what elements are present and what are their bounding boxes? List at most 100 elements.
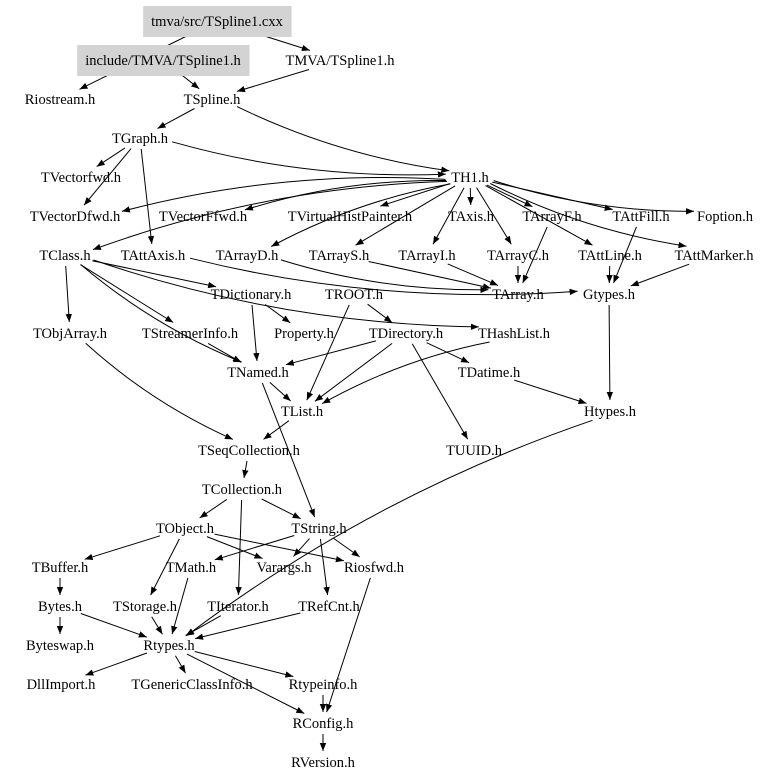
node-label: TAxis.h — [448, 209, 495, 225]
graph-node-property-h[interactable]: Property.h — [274, 326, 335, 342]
edge-tobject-h-to-tstorage-h — [150, 538, 180, 596]
graph-node-tattfill-h[interactable]: TAttFill.h — [612, 209, 670, 225]
node-label: TArrayI.h — [398, 248, 456, 264]
graph-node-tspline-h[interactable]: TSpline.h — [184, 92, 242, 108]
edge-tobject-h-to-riosfwd-h — [214, 533, 345, 563]
graph-node-titerator-h[interactable]: TIterator.h — [207, 599, 269, 615]
graph-node-tarrays-h[interactable]: TArrayS.h — [309, 248, 370, 264]
graph-node-tstorage-h[interactable]: TStorage.h — [113, 599, 178, 615]
node-label: TVectorDfwd.h — [30, 209, 121, 225]
graph-node-tlist-h[interactable]: TList.h — [281, 404, 324, 420]
graph-node-tmath-h[interactable]: TMath.h — [166, 560, 217, 576]
graph-node-tvectorffwd-h[interactable]: TVectorFfwd.h — [159, 209, 248, 225]
graph-node-rversion-h[interactable]: RVersion.h — [291, 755, 355, 771]
edge-th1-h-to-tvectorffwd-h — [244, 179, 447, 211]
node-label: TVectorfwd.h — [41, 170, 122, 186]
edge-th1-h-to-tattfill-h — [492, 181, 613, 211]
graph-node-tattaxis-h[interactable]: TAttAxis.h — [121, 248, 186, 264]
graph-node-gtypes-h[interactable]: Gtypes.h — [583, 287, 636, 303]
graph-node-tstreamerinfo-h[interactable]: TStreamerInfo.h — [142, 326, 239, 342]
graph-node-tbuffer-h[interactable]: TBuffer.h — [32, 560, 89, 576]
edge-tobject-h-to-varargs-h — [206, 536, 263, 559]
graph-node-tclass-h[interactable]: TClass.h — [39, 248, 91, 264]
graph-node-thashlist-h[interactable]: THashList.h — [478, 326, 551, 342]
graph-node-tattline-h[interactable]: TAttLine.h — [578, 248, 642, 264]
node-label: TArrayD.h — [216, 248, 280, 264]
graph-node-tuuid-h[interactable]: TUUID.h — [446, 443, 503, 459]
graph-node-dllimport-h[interactable]: DllImport.h — [27, 677, 97, 693]
node-label: TString.h — [291, 521, 347, 537]
node-label: DllImport.h — [27, 677, 97, 693]
graph-node-riostream-h[interactable]: Riostream.h — [25, 92, 96, 108]
graph-node-tgraph-h[interactable]: TGraph.h — [112, 131, 169, 147]
graph-node-trefcnt-h[interactable]: TRefCnt.h — [298, 599, 360, 615]
graph-node-tstring-h[interactable]: TString.h — [291, 521, 347, 537]
graph-node-tarrayf-h[interactable]: TArrayF.h — [522, 209, 582, 225]
edge-tclass-h-to-tnamed-h — [80, 264, 242, 363]
node-label: TArrayF.h — [522, 209, 582, 225]
edge-gtypes-h-to-htypes-h — [606, 304, 614, 401]
graph-node-tnamed-h[interactable]: TNamed.h — [227, 365, 289, 381]
edge-tdirectory-h-to-tnamed-h — [285, 340, 377, 366]
edge-th1-h-to-tarrayi-h — [432, 187, 465, 245]
node-label: TObjArray.h — [33, 326, 108, 342]
graph-node-tdirectory-h[interactable]: TDirectory.h — [369, 326, 444, 342]
node-label: THashList.h — [478, 326, 551, 342]
node-label: TStorage.h — [113, 599, 178, 615]
graph-node-bytes-h[interactable]: Bytes.h — [38, 599, 83, 615]
graph-node-tobjarray-h[interactable]: TObjArray.h — [33, 326, 108, 342]
edge-th1-h-to-tattline-h — [485, 185, 593, 246]
edge-tclass-h-to-thashlist-h — [93, 259, 479, 330]
graph-node-riosfwd-h[interactable]: Riosfwd.h — [344, 560, 405, 576]
edge-tdatime-h-to-htypes-h — [514, 379, 587, 404]
edge-trefcnt-h-to-rtypes-h — [194, 612, 301, 640]
graph-node-th1-h[interactable]: TH1.h — [451, 170, 489, 186]
graph-node-tattmarker-h[interactable]: TAttMarker.h — [675, 248, 755, 264]
graph-node-foption-h[interactable]: Foption.h — [697, 209, 754, 225]
node-label: TRefCnt.h — [298, 599, 360, 615]
graph-node-rtypes-h[interactable]: Rtypes.h — [143, 638, 195, 654]
graph-node-tarrayi-h[interactable]: TArrayI.h — [398, 248, 456, 264]
edge-rtypes-h-to-rconfig-h — [186, 653, 305, 714]
graph-node-tarray-h[interactable]: TArray.h — [492, 287, 544, 303]
graph-node-tvectordfwd-h[interactable]: TVectorDfwd.h — [30, 209, 121, 225]
graph-node-tcollection-h[interactable]: TCollection.h — [202, 482, 283, 498]
graph-node-tobject-h[interactable]: TObject.h — [156, 521, 215, 537]
edge-tdirectory-h-to-tuuid-h — [411, 343, 469, 440]
node-label: RConfig.h — [293, 716, 355, 732]
graph-node-varargs-h[interactable]: Varargs.h — [257, 560, 313, 576]
node-label: TMVA/TSpline1.h — [286, 53, 396, 69]
node-label: TIterator.h — [207, 599, 269, 615]
graph-node-htypes-h[interactable]: Htypes.h — [584, 404, 637, 420]
graph-node-byteswap-h[interactable]: Byteswap.h — [26, 638, 95, 654]
graph-node-taxis-h[interactable]: TAxis.h — [448, 209, 495, 225]
node-label: TAttMarker.h — [675, 248, 755, 264]
edge-rtypes-h-to-tgenericclassinfo-h — [174, 655, 186, 674]
edge-tattfill-h-to-gtypes-h — [613, 226, 637, 284]
node-label: TDirectory.h — [369, 326, 444, 342]
graph-node-rtypeinfo-h[interactable]: Rtypeinfo.h — [289, 677, 359, 693]
edge-tdirectory-h-to-tdatime-h — [426, 342, 470, 364]
node-label: Rtypes.h — [143, 638, 195, 654]
graph-node-tdictionary-h[interactable]: TDictionary.h — [211, 287, 293, 303]
graph-node-tvectorfwd-h[interactable]: TVectorfwd.h — [41, 170, 122, 186]
node-label: Riostream.h — [25, 92, 96, 108]
graph-node-tspline1-cxx[interactable]: tmva/src/TSpline1.cxx — [143, 6, 292, 37]
graph-node-tgenericclassinfo-h[interactable]: TGenericClassInfo.h — [131, 677, 253, 693]
edge-tstring-h-to-riosfwd-h — [332, 537, 360, 558]
edge-rtypes-h-to-dllimport-h — [85, 652, 148, 676]
node-label: TAttLine.h — [578, 248, 642, 264]
node-label: TDatime.h — [458, 365, 521, 381]
graph-node-tarrayc-h[interactable]: TArrayC.h — [487, 248, 550, 264]
graph-node-rconfig-h[interactable]: RConfig.h — [293, 716, 355, 732]
node-label: TVectorFfwd.h — [159, 209, 248, 225]
graph-node-tarrayd-h[interactable]: TArrayD.h — [216, 248, 280, 264]
graph-node-include-tmva-tspline1-h[interactable]: include/TMVA/TSpline1.h — [77, 45, 250, 76]
graph-node-tmva-tspline1-h[interactable]: TMVA/TSpline1.h — [286, 53, 396, 69]
node-label: TArrayS.h — [309, 248, 370, 264]
graph-node-tseqcollection-h[interactable]: TSeqCollection.h — [198, 443, 301, 459]
graph-node-troot-h[interactable]: TROOT.h — [325, 287, 384, 303]
edge-tspline-h-to-tgraph-h — [157, 108, 195, 129]
graph-node-tvirtualhistpainter-h[interactable]: TVirtualHistPainter.h — [288, 209, 413, 225]
graph-node-tdatime-h[interactable]: TDatime.h — [458, 365, 521, 381]
